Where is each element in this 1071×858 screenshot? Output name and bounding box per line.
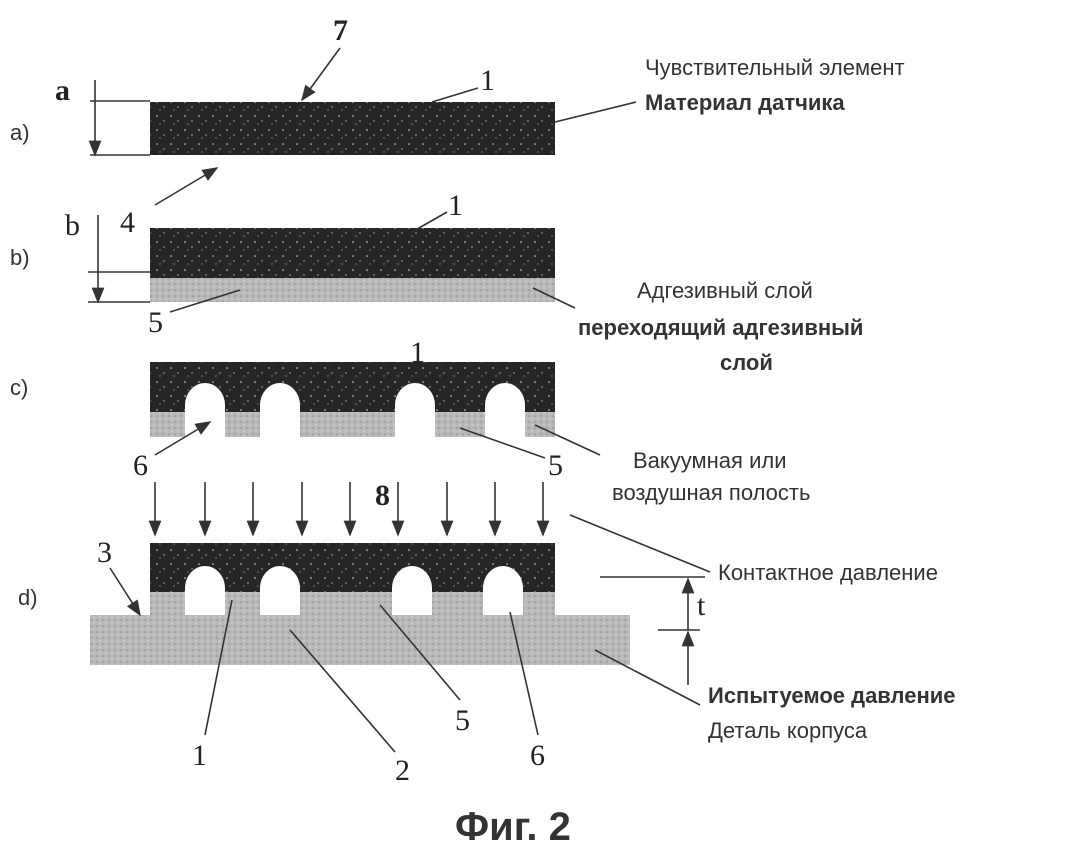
figure-caption: Фиг. 2 bbox=[455, 805, 571, 849]
ref-3: 3 bbox=[97, 536, 112, 569]
ref-1: 1 bbox=[192, 739, 207, 772]
ref-1: 1 bbox=[480, 64, 495, 97]
sensor-material-layer bbox=[150, 102, 555, 155]
dimension-b-label: b bbox=[65, 209, 80, 242]
leader-housing bbox=[595, 650, 700, 705]
panel-label-a: a) bbox=[10, 120, 30, 145]
label-housing-part: Деталь корпуса bbox=[708, 718, 868, 743]
ref-4: 4 bbox=[120, 206, 135, 239]
sensor-material-layer bbox=[150, 228, 555, 278]
label-test-pressure: Испытуемое давление bbox=[708, 683, 956, 708]
ref-5: 5 bbox=[148, 306, 163, 339]
leader-cavity bbox=[535, 425, 600, 455]
leader-1 bbox=[432, 88, 478, 102]
ref-1: 1 bbox=[448, 189, 463, 222]
label-cavity-2: воздушная полость bbox=[612, 480, 810, 505]
dimension-t-label: t bbox=[697, 589, 706, 622]
leader-contact-pressure bbox=[570, 515, 710, 572]
panel-d: d) 8 3 Контактное давление t bbox=[18, 479, 956, 787]
label-adhesive-layer: Адгезивный слой bbox=[637, 278, 813, 303]
leader-4 bbox=[155, 168, 217, 205]
ref-6: 6 bbox=[530, 739, 545, 772]
panel-label-d: d) bbox=[18, 585, 38, 610]
panel-c: c) 1 6 5 Вакуумная или воздушная полость bbox=[10, 336, 810, 505]
leader-7 bbox=[302, 48, 340, 100]
label-contact-pressure: Контактное давление bbox=[718, 560, 938, 585]
housing-part-substrate bbox=[90, 615, 630, 665]
ref-5: 5 bbox=[455, 704, 470, 737]
label-sensor-material: Материал датчика bbox=[645, 90, 845, 115]
ref-2: 2 bbox=[395, 754, 410, 787]
label-transition-adhesive: переходящий адгезивный bbox=[578, 315, 863, 340]
label-sensing-element: Чувствительный элемент bbox=[645, 55, 905, 80]
ref-8: 8 bbox=[375, 479, 390, 512]
ref-6: 6 bbox=[133, 449, 148, 482]
ref-5: 5 bbox=[548, 449, 563, 482]
panel-label-b: b) bbox=[10, 245, 30, 270]
ref-1: 1 bbox=[410, 336, 425, 369]
pressure-arrows bbox=[155, 482, 543, 535]
leader-sensor-material bbox=[555, 102, 636, 122]
dimension-a-label: a bbox=[55, 74, 70, 107]
panel-b: b) b 1 5 Адгезивный слой переходящий адг… bbox=[10, 189, 863, 375]
leader-3 bbox=[110, 568, 140, 615]
panel-label-c: c) bbox=[10, 375, 28, 400]
label-cavity: Вакуумная или bbox=[633, 448, 786, 473]
label-transition-adhesive-2: слой bbox=[720, 350, 773, 375]
ref-7: 7 bbox=[333, 14, 348, 47]
